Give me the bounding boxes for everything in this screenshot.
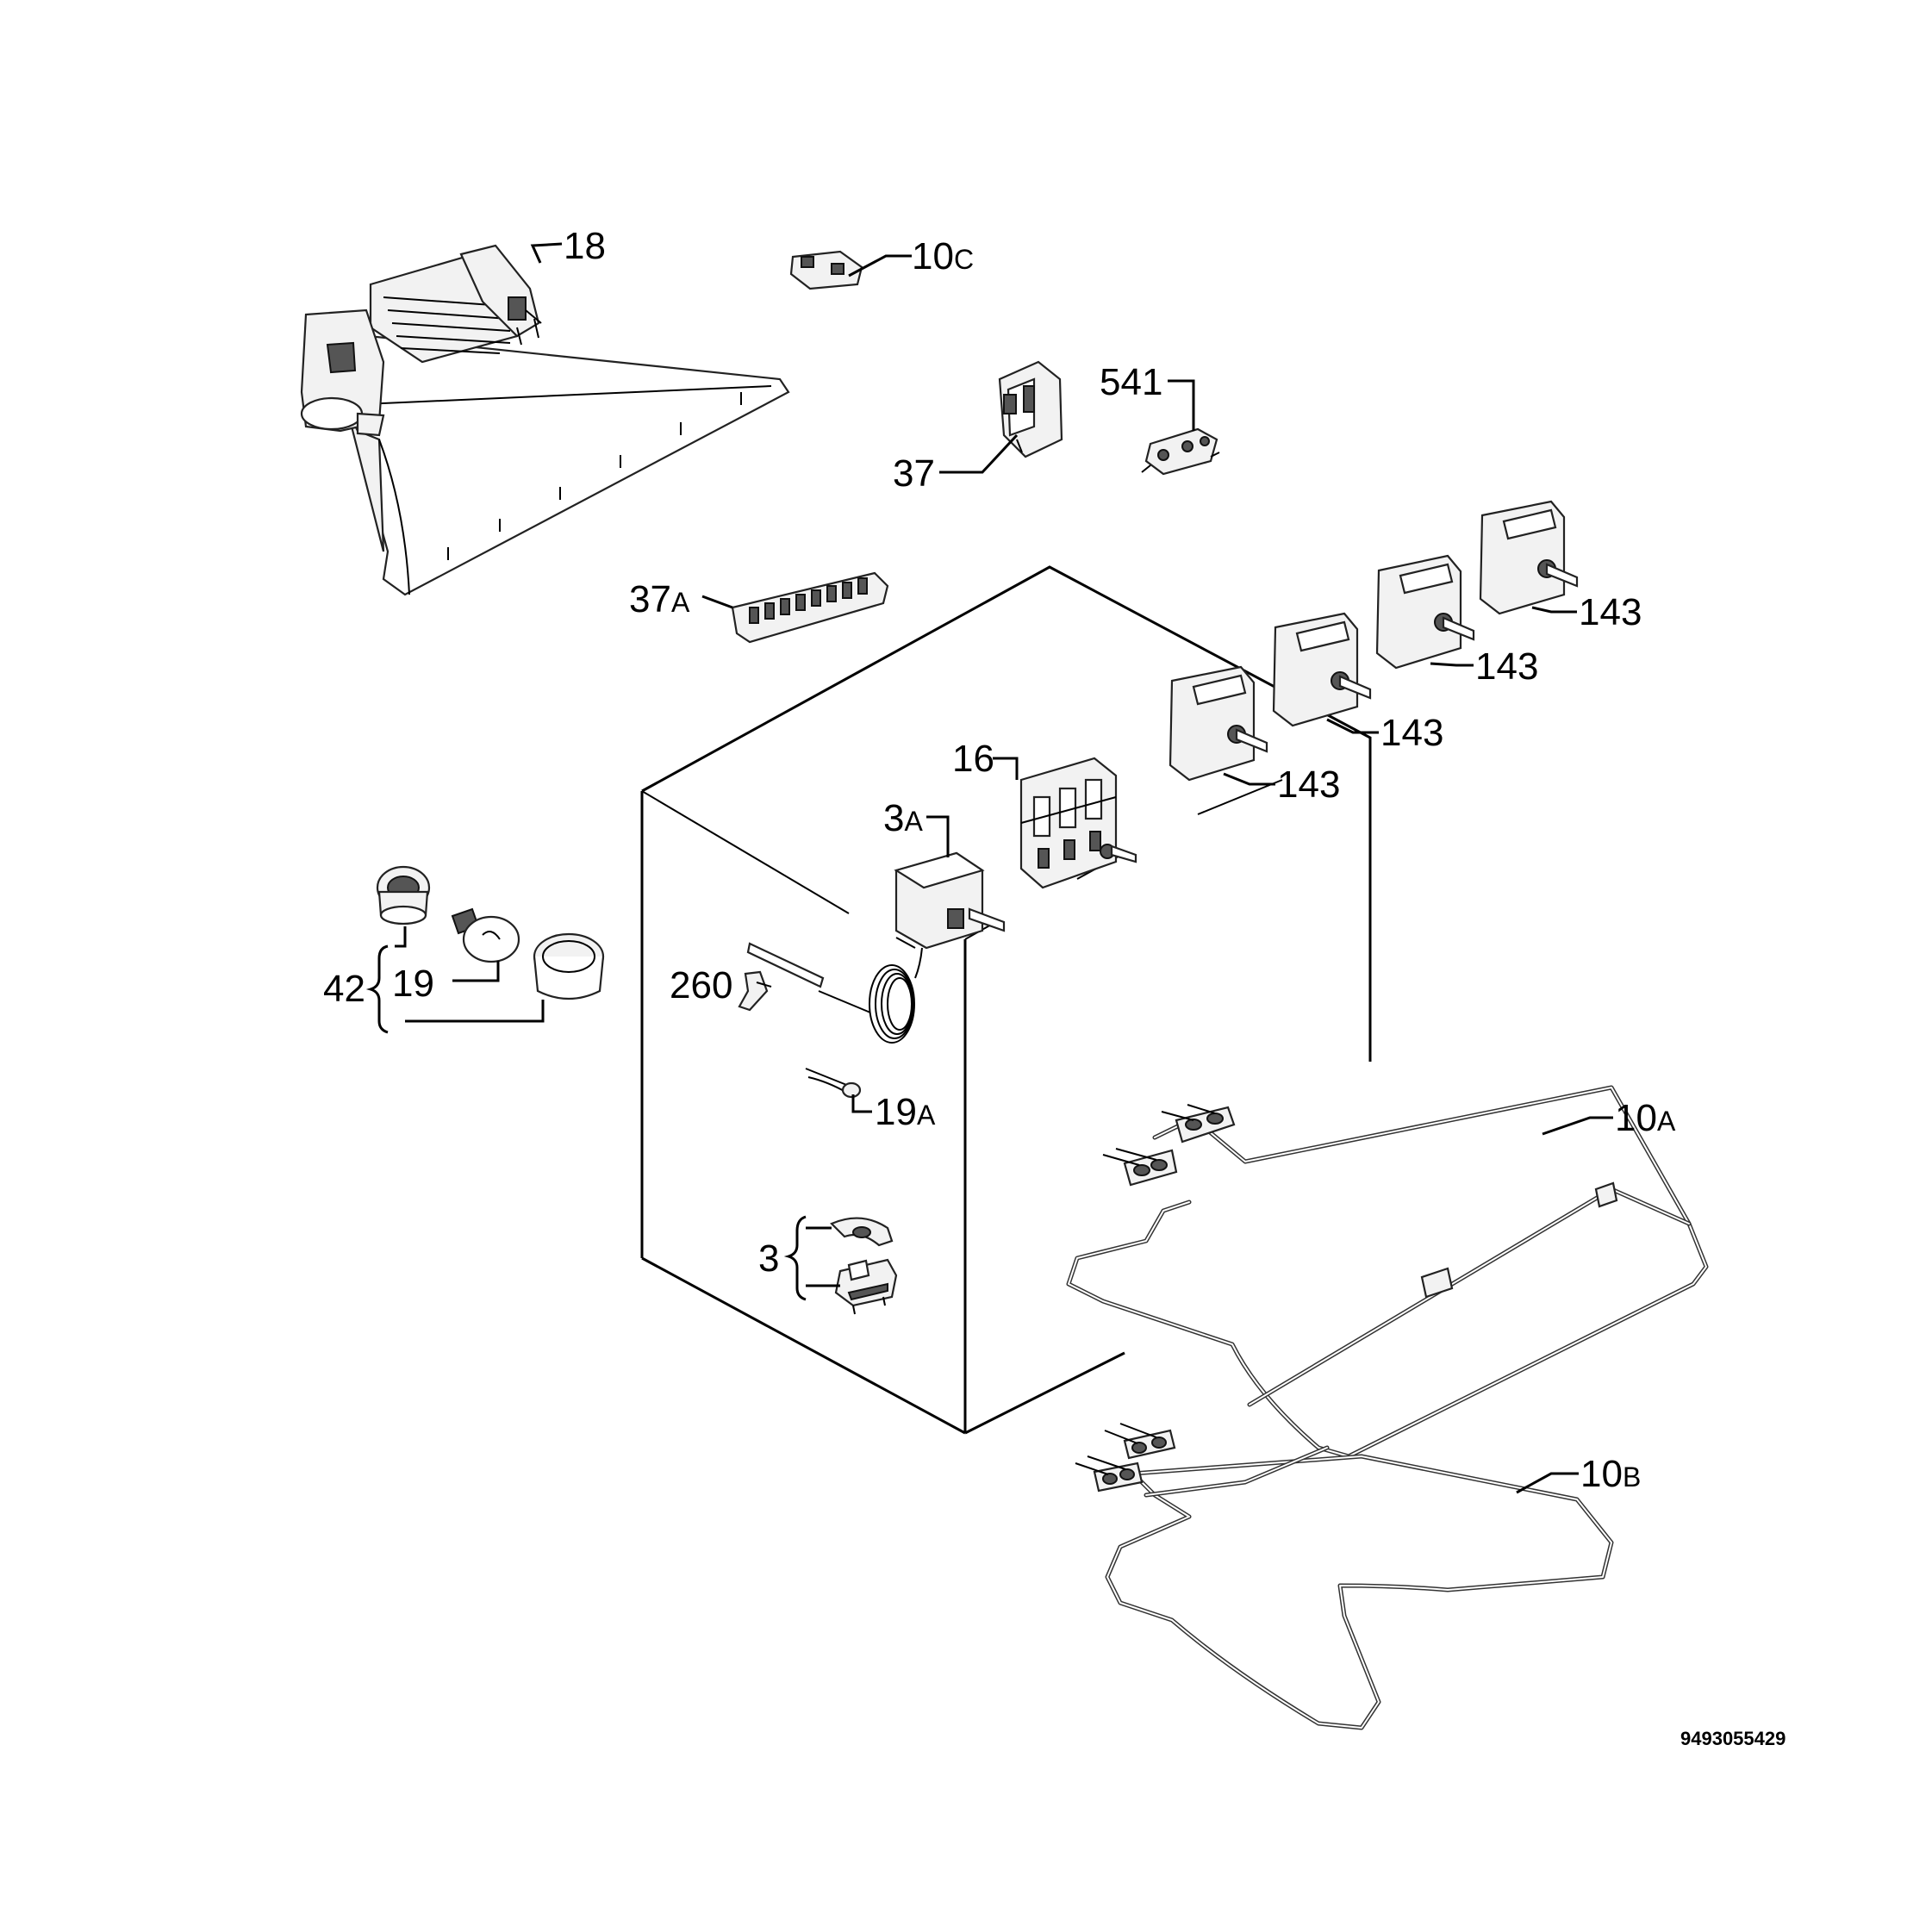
label-3: 3 [758, 1237, 779, 1280]
label-143-3: 143 [1475, 645, 1538, 688]
part-42-lamp-cover[interactable] [405, 932, 605, 1023]
part-18-air-duct[interactable]: 18 [300, 225, 790, 596]
part-42-lamp-assembly[interactable] [376, 865, 431, 948]
label-143-1: 143 [1277, 763, 1340, 806]
part-143-energy-regulator-4[interactable]: 143 [1479, 500, 1642, 633]
label-541: 541 [1100, 361, 1162, 403]
label-143-4: 143 [1579, 591, 1642, 633]
part-260-clip[interactable]: 260 [670, 964, 772, 1012]
label-260: 260 [670, 964, 732, 1007]
label-37a: 37A [629, 578, 690, 620]
part-143-energy-regulator-3[interactable]: 143 [1375, 554, 1538, 688]
part-143-energy-regulator-1[interactable]: 143 [1169, 665, 1340, 806]
part-10b-bottom-heating-element[interactable]: 10B [1075, 1423, 1641, 1730]
label-3a: 3A [883, 797, 923, 839]
part-19a-lamp-wire[interactable]: 19A [805, 1068, 936, 1133]
part-10c-bracket[interactable]: 10C [789, 235, 974, 290]
document-number: 9493055429 [1680, 1728, 1786, 1749]
label-10b: 10B [1580, 1453, 1641, 1495]
label-10c: 10C [912, 235, 974, 277]
label-10a: 10A [1615, 1097, 1676, 1139]
bracket-42: 42 [323, 944, 389, 1034]
label-19: 19 [392, 963, 434, 1005]
label-19a: 19A [875, 1091, 936, 1133]
oven-cavity-box [640, 565, 1372, 1435]
part-3-safety-thermostat[interactable]: 3 [758, 1215, 898, 1315]
part-19-lamp-bulb[interactable]: 19 [392, 907, 520, 1005]
part-541-connector[interactable]: 541 [1100, 361, 1220, 476]
part-3a-thermostat[interactable]: 3A [746, 797, 1006, 1044]
label-42: 42 [323, 968, 365, 1010]
part-16-selector-switch[interactable]: 16 [952, 738, 1137, 889]
part-37-door-switch[interactable]: 37 [893, 360, 1063, 495]
label-143-2: 143 [1380, 712, 1443, 754]
label-18: 18 [564, 225, 606, 267]
part-10a-top-heating-element[interactable]: 10A [1066, 1085, 1709, 1459]
label-37: 37 [893, 452, 935, 495]
label-16: 16 [952, 738, 994, 780]
part-37a-terminal-block[interactable]: 37A [629, 571, 889, 644]
part-143-energy-regulator-2[interactable]: 143 [1272, 612, 1443, 754]
